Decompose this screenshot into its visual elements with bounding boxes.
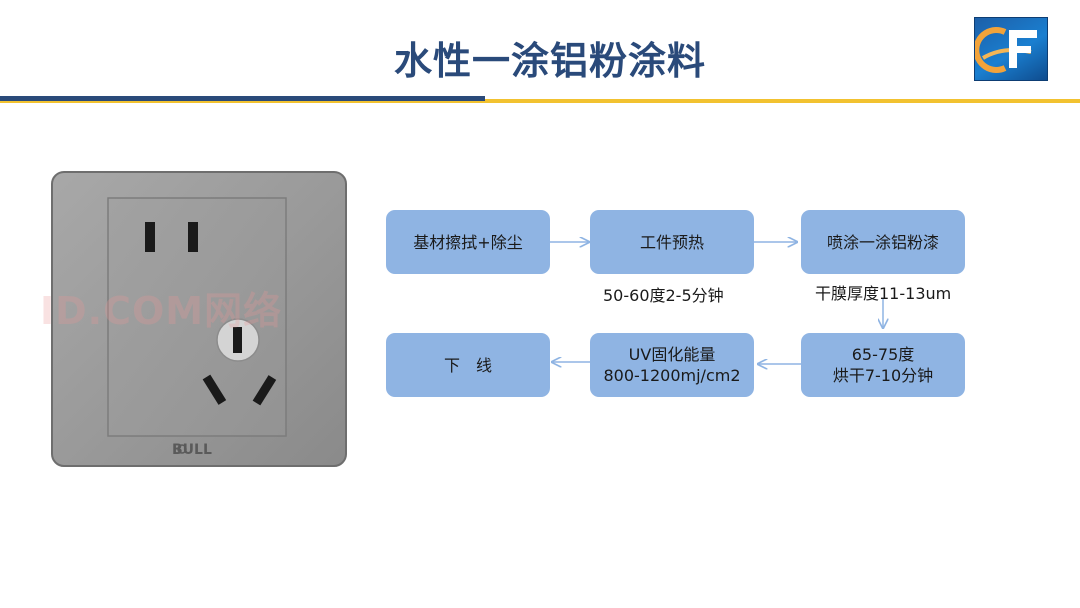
flow-step-label: 工件预热 [639, 232, 704, 252]
flow-step-bake: 65-75度 烘干7-10分钟 [801, 333, 965, 397]
flow-step-preheat: 工件预热 [590, 210, 754, 274]
preheat-note: 50-60度2-5分钟 [603, 286, 724, 305]
slide-title: 水性一涂铝粉涂料 [393, 38, 706, 83]
flow-step-substrate-wipe: 基材擦拭+除尘 [386, 210, 550, 274]
flow-step-uv-cure: UV固化能量 800-1200mj/cm2 [590, 333, 754, 397]
logo-mark-icon [973, 27, 1037, 73]
watermark: ID.COM网络 [40, 289, 283, 333]
flow-step-line2: 800-1200mj/cm2 [603, 366, 741, 385]
wall-socket-image: BULL [50, 170, 350, 468]
flow-step-line1: UV固化能量 [628, 345, 716, 364]
flow-step-label: 喷涂一涂铝粉漆 [826, 232, 939, 252]
company-logo [973, 17, 1048, 81]
flow-step-line1: 65-75度 [851, 345, 915, 364]
socket-brand-label: BULL [172, 442, 212, 458]
flow-step-spray: 喷涂一涂铝粉漆 [801, 210, 965, 274]
flow-step-line2: 烘干7-10分钟 [832, 366, 934, 385]
title-rule-navy [0, 96, 485, 101]
flow-step-label: 基材擦拭+除尘 [413, 232, 523, 252]
flow-step-offline: 下 线 [386, 333, 550, 397]
title-rule-gold [0, 99, 1080, 103]
flow-step-label: 下 线 [443, 355, 492, 375]
spray-note: 干膜厚度11-13um [815, 284, 952, 303]
